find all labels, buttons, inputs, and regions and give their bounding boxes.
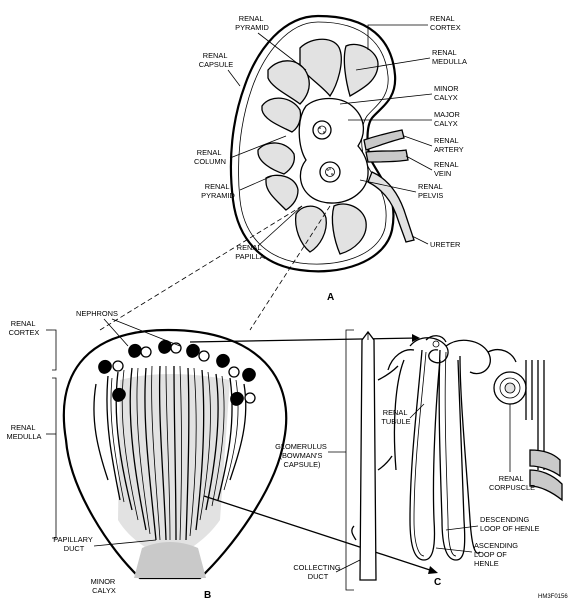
figure-code: HM3F0156 bbox=[538, 594, 568, 600]
label-renal-corpuscle: RENAL CORPUSCLE bbox=[489, 474, 535, 492]
label-collecting-duct: COLLECTING DUCT bbox=[293, 563, 342, 581]
label-minor-calyx-a: MINOR CALYX bbox=[434, 84, 461, 102]
kidney-cross-section: A bbox=[229, 14, 415, 303]
zoom-arrow-top bbox=[189, 337, 419, 343]
label-renal-medulla-a: RENAL MEDULLA bbox=[432, 48, 467, 66]
label-renal-pyramid-top: RENAL PYRAMID bbox=[235, 14, 269, 32]
panel-a-right-labels: RENAL CORTEX RENAL MEDULLA MINOR CALYX M… bbox=[339, 14, 467, 249]
zoom-line-right bbox=[249, 205, 331, 331]
renal-pyramids bbox=[257, 38, 379, 255]
zoom-line-left bbox=[99, 205, 303, 331]
label-renal-artery: RENAL ARTERY bbox=[434, 136, 464, 154]
label-ureter: URETER bbox=[430, 240, 460, 249]
label-major-calyx: MAJOR CALYX bbox=[434, 110, 462, 128]
label-renal-tubule: RENAL TUBULE bbox=[381, 408, 410, 426]
panel-a-left-labels: RENAL PYRAMID RENAL CAPSULE RENAL COLUMN… bbox=[194, 14, 307, 261]
label-renal-vein: RENAL VEIN bbox=[434, 160, 460, 178]
label-ascending-loop: ASCENDING LOOP OF HENLE bbox=[474, 541, 520, 568]
label-glomerulus: GLOMERULUS (BOWMAN'S CAPSULE) bbox=[275, 442, 329, 469]
label-minor-calyx-b: MINOR CALYX bbox=[91, 577, 118, 595]
label-renal-cortex-b: RENAL CORTEX bbox=[9, 319, 40, 337]
label-renal-papilla: RENAL PAPILLA bbox=[235, 243, 265, 261]
panel-c-labels: GLOMERULUS (BOWMAN'S CAPSULE) RENAL TUBU… bbox=[275, 403, 539, 581]
panel-c-letter: C bbox=[434, 577, 441, 588]
label-papillary-duct: PAPILLARY DUCT bbox=[53, 535, 95, 553]
label-renal-column: RENAL COLUMN bbox=[194, 148, 226, 166]
nephron-detail: C bbox=[345, 329, 563, 591]
label-renal-pelvis: RENAL PELVIS bbox=[418, 182, 444, 200]
label-renal-capsule: RENAL CAPSULE bbox=[199, 51, 234, 69]
panel-b-letter: B bbox=[204, 590, 211, 601]
label-descending-loop: DESCENDING LOOP OF HENLE bbox=[480, 515, 539, 533]
label-renal-medulla-b: RENAL MEDULLA bbox=[7, 423, 42, 441]
zoom-arrow-bottom bbox=[203, 495, 437, 573]
renal-pyramid-detail: B bbox=[62, 328, 288, 601]
hilum-vessels bbox=[363, 129, 415, 243]
label-renal-cortex-a: RENAL CORTEX bbox=[430, 14, 461, 32]
panel-a-letter: A bbox=[327, 292, 334, 303]
panel-b-labels: NEPHRONS RENAL CORTEX RENAL MEDULLA PAPI… bbox=[7, 309, 181, 595]
label-renal-pyramid-left: RENAL PYRAMID bbox=[201, 182, 235, 200]
label-nephrons: NEPHRONS bbox=[76, 309, 118, 318]
